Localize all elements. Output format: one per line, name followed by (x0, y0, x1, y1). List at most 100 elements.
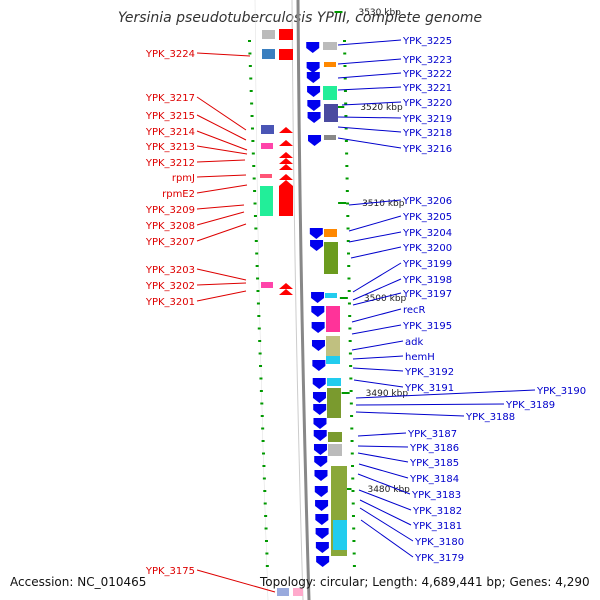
leader-line-right (350, 246, 402, 259)
plus-gene-arrow (279, 289, 293, 295)
minus-gene-arrow (307, 112, 321, 123)
plus-gene-box (277, 588, 289, 596)
tick-mark (345, 165, 349, 167)
kbp-label: 3510 kbp (362, 199, 405, 209)
tick-mark (351, 502, 355, 505)
leader-line-left (196, 52, 251, 57)
gene-label-right: YPK_3187 (407, 429, 457, 440)
minus-gene-arrow (314, 470, 328, 481)
gene-label-right: YPK_3200 (402, 243, 452, 254)
tick-mark (346, 227, 350, 230)
leader-line-left (196, 268, 247, 281)
tick-mark (255, 252, 259, 255)
gene-label-right: YPK_3219 (402, 114, 452, 125)
tick-mark (347, 277, 351, 280)
tick-mark (253, 202, 257, 205)
tick-mark (264, 515, 268, 517)
gene-label-right: YPK_3195 (402, 321, 452, 332)
tick-mark (259, 390, 263, 392)
minus-gene-arrow (314, 456, 328, 467)
leader-line-right (337, 137, 402, 149)
gene-label-right: YPK_3188 (465, 412, 515, 423)
tick-mark (258, 340, 262, 342)
minus-gene-arrow (312, 392, 326, 403)
leader-line-right (348, 215, 402, 232)
gene-label-left: YPK_3202 (145, 281, 195, 292)
tick-mark (343, 40, 346, 42)
tick-mark (351, 490, 355, 492)
minus-gene-arrow (315, 500, 329, 511)
tick-mark (259, 377, 263, 380)
leader-line-right (359, 499, 412, 526)
tick-mark (350, 427, 354, 430)
tick-mark (259, 365, 263, 367)
leader-line-right (355, 389, 536, 399)
leader-line-right (355, 411, 465, 417)
minus-gene-arrow (312, 378, 326, 389)
tick-mark (343, 52, 347, 55)
tick-mark (263, 502, 267, 505)
tick-mark (257, 327, 261, 330)
minus-gene-arrow (306, 42, 320, 53)
plus-gene-arrow (279, 283, 293, 289)
leader-line-right (352, 278, 402, 301)
gene-label-right: YPK_3181 (412, 521, 462, 532)
tick-mark (350, 440, 354, 442)
leader-line-right (357, 445, 409, 448)
gene-label-right: YPK_3179 (414, 553, 464, 564)
topology-text: Topology: circular; Length: 4,689,441 bp… (260, 575, 590, 589)
plus-gene-box (260, 174, 272, 178)
gene-label-right: YPK_3199 (402, 259, 452, 270)
tick-mark (349, 365, 353, 367)
minus-gene-arrow (315, 528, 329, 539)
tick-mark (349, 402, 353, 405)
left-track-guide (254, 0, 269, 600)
minus-gene-arrow (307, 100, 321, 111)
tick-mark (258, 352, 262, 355)
leader-line-right (352, 355, 404, 360)
leader-line-left (196, 184, 248, 194)
leader-line-right (337, 126, 402, 133)
tick-mark (348, 340, 352, 342)
gene-label-right: YPK_3204 (402, 228, 452, 239)
leader-line-right (355, 403, 505, 406)
tick-mark (344, 127, 348, 130)
plus-gene-box (261, 282, 273, 288)
kbp-label: 3500 kbp (364, 294, 407, 304)
minus-gene-box (323, 86, 337, 100)
gene-label-right: YPK_3184 (409, 474, 459, 485)
tick-mark (264, 540, 268, 542)
minus-gene-arrow (311, 292, 325, 303)
plus-gene-arrow (279, 158, 293, 164)
gene-label-right: YPK_3218 (402, 128, 452, 139)
tick-mark (257, 315, 261, 317)
gene-label-left: rpmJ (172, 173, 195, 184)
tick-mark (260, 415, 264, 417)
tick-mark (261, 440, 265, 442)
gene-label-right: YPK_3191 (404, 383, 454, 394)
minus-gene-box (326, 336, 340, 356)
gene-label-right: YPK_3192 (404, 367, 454, 378)
plus-gene-box (262, 30, 275, 39)
tick-mark (352, 540, 356, 542)
plus-gene-box (261, 125, 274, 134)
minus-gene-arrow (311, 340, 325, 351)
minus-gene-box (324, 242, 338, 274)
gene-label-right: YPK_3206 (402, 196, 452, 207)
gene-label-left: YPK_3207 (145, 237, 195, 248)
tick-mark (343, 77, 347, 80)
tick-mark (349, 377, 353, 380)
tick-mark (349, 390, 353, 392)
tick-mark (265, 552, 269, 555)
gene-label-right: YPK_3225 (402, 36, 452, 47)
leader-line-right (358, 489, 412, 511)
tick-mark (263, 490, 267, 492)
minus-gene-arrow (311, 306, 325, 317)
leader-line-right (357, 432, 407, 437)
gene-label-right: recR (403, 305, 426, 316)
minus-gene-box (326, 356, 340, 364)
gene-label-right: YPK_3198 (402, 275, 452, 286)
tick-mark (254, 227, 258, 230)
leader-line-left (196, 114, 247, 141)
tick-mark (248, 40, 251, 42)
